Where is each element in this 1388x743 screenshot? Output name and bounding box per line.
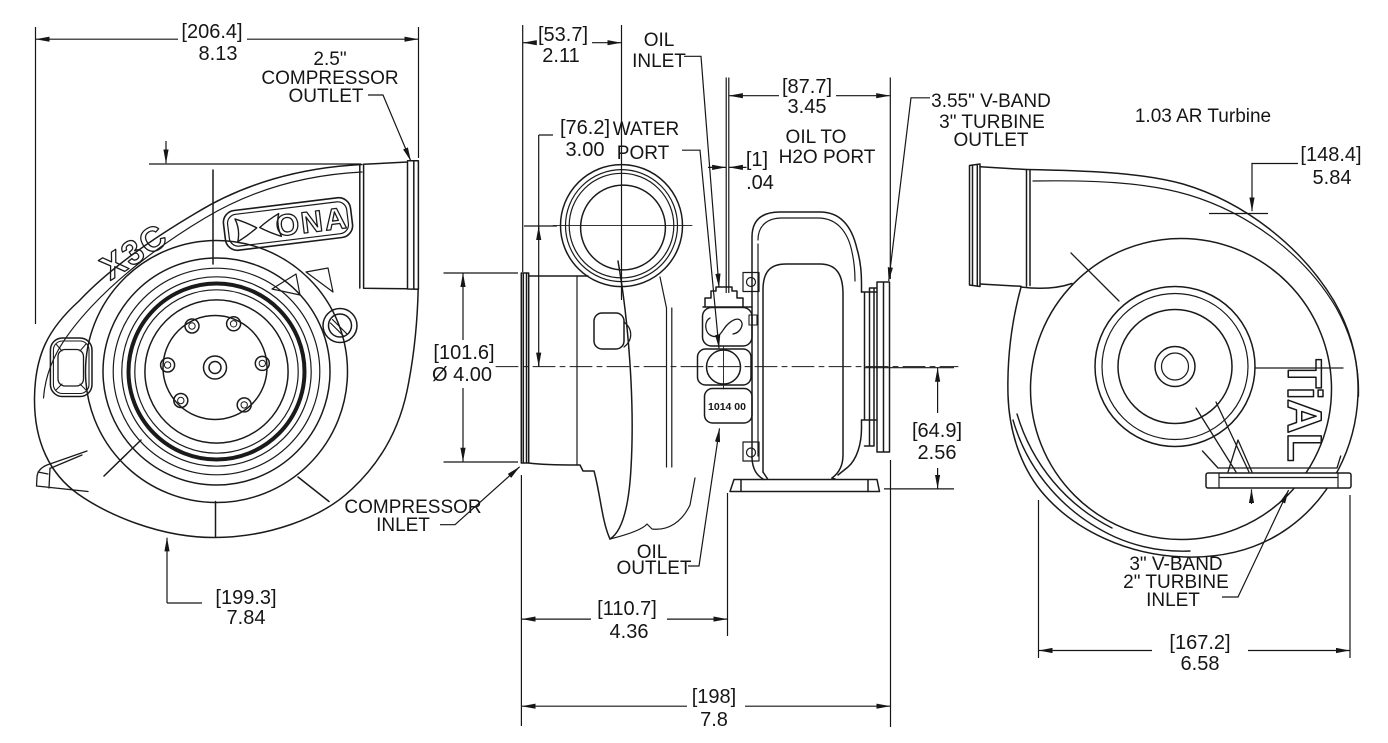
svg-text:WATER: WATER <box>613 119 680 140</box>
svg-text:OUTLET: OUTLET <box>954 130 1029 151</box>
svg-text:1014 00: 1014 00 <box>708 401 746 413</box>
svg-text:TiAL: TiAL <box>1277 359 1330 461</box>
svg-text:1.03 AR Turbine: 1.03 AR Turbine <box>1135 106 1271 127</box>
svg-text:[101.6]: [101.6] <box>433 342 494 364</box>
svg-text:7.8: 7.8 <box>700 709 728 731</box>
svg-text:3.45: 3.45 <box>788 96 827 118</box>
svg-text:INLET: INLET <box>376 515 430 536</box>
svg-text:3.55" V-BAND: 3.55" V-BAND <box>931 91 1051 112</box>
svg-text:OIL: OIL <box>637 542 668 563</box>
svg-text:[148.4]: [148.4] <box>1300 144 1361 166</box>
svg-text:[87.7]: [87.7] <box>782 76 832 98</box>
svg-text:5.84: 5.84 <box>1313 167 1352 189</box>
svg-text:COMPRESSOR: COMPRESSOR <box>261 68 398 89</box>
svg-text:INLET: INLET <box>1146 590 1200 611</box>
svg-text:[76.2]: [76.2] <box>560 117 610 139</box>
svg-text:[64.9]: [64.9] <box>912 420 962 442</box>
svg-text:[198]: [198] <box>692 686 736 708</box>
svg-text:[167.2]: [167.2] <box>1169 632 1230 654</box>
svg-text:H2O PORT: H2O PORT <box>779 147 876 168</box>
svg-text:PORT: PORT <box>617 143 670 164</box>
svg-text:[206.4]: [206.4] <box>181 21 242 43</box>
svg-text:.04: .04 <box>746 172 774 194</box>
svg-text:INLET: INLET <box>632 51 686 72</box>
svg-text:Ø 4.00: Ø 4.00 <box>432 364 492 386</box>
svg-text:[53.7]: [53.7] <box>538 24 588 46</box>
svg-text:2" TURBINE: 2" TURBINE <box>1123 572 1229 593</box>
svg-text:3" TURBINE: 3" TURBINE <box>939 112 1045 133</box>
svg-text:[110.7]: [110.7] <box>597 598 657 620</box>
svg-text:3.00: 3.00 <box>566 139 605 161</box>
svg-text:6.58: 6.58 <box>1181 653 1220 675</box>
svg-text:4.36: 4.36 <box>610 621 649 643</box>
svg-text:OUTLET: OUTLET <box>617 558 692 579</box>
svg-text:COMPRESSOR: COMPRESSOR <box>344 497 481 518</box>
svg-text:2.5": 2.5" <box>313 49 346 70</box>
svg-text:OIL: OIL <box>644 30 675 51</box>
svg-text:3" V-BAND: 3" V-BAND <box>1129 554 1222 575</box>
svg-text:8.13: 8.13 <box>199 43 238 65</box>
svg-text:2.56: 2.56 <box>918 442 957 464</box>
svg-text:[1]: [1] <box>746 149 768 171</box>
svg-text:7.84: 7.84 <box>227 607 266 629</box>
svg-text:[199.3]: [199.3] <box>215 587 276 609</box>
svg-text:2.11: 2.11 <box>542 45 579 67</box>
svg-text:OUTLET: OUTLET <box>289 86 364 107</box>
svg-text:OIL TO: OIL TO <box>786 127 847 148</box>
